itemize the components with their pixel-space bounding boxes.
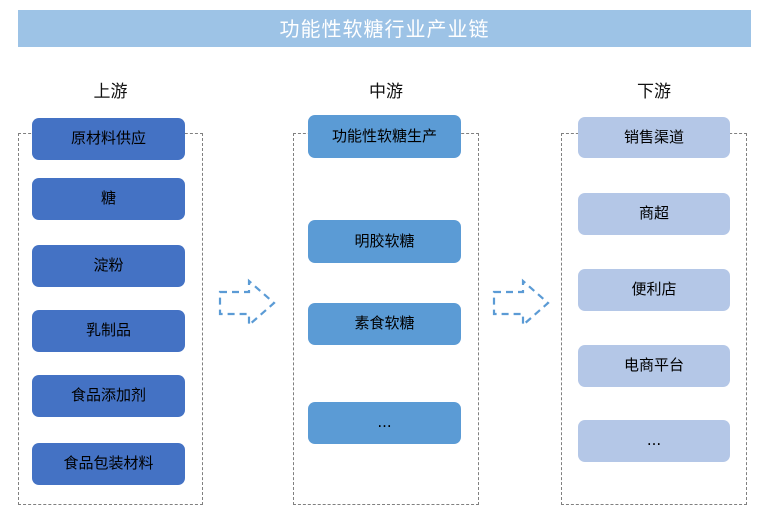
node-downstream-2[interactable]: 商超 [578, 193, 730, 235]
arrow-right-icon [218, 278, 276, 328]
node-upstream-1[interactable]: 原材料供应 [32, 118, 185, 160]
page-title: 功能性软糖行业产业链 [279, 16, 490, 41]
node-label: 素食软糖 [354, 314, 415, 333]
node-upstream-2[interactable]: 糖 [32, 178, 185, 220]
node-label: 商超 [638, 204, 669, 223]
node-label: ... [377, 413, 392, 432]
node-midstream-4[interactable]: ... [308, 402, 461, 444]
node-upstream-3[interactable]: 淀粉 [32, 245, 185, 287]
node-downstream-5[interactable]: ... [578, 420, 730, 462]
node-downstream-4[interactable]: 电商平台 [578, 345, 730, 387]
node-midstream-3[interactable]: 素食软糖 [308, 303, 461, 345]
arrow-upstream-to-midstream [218, 278, 276, 328]
node-upstream-6[interactable]: 食品包装材料 [32, 443, 185, 485]
node-label: 明胶软糖 [354, 231, 415, 250]
node-label: 功能性软糖生产 [331, 126, 437, 145]
node-label: 销售渠道 [623, 127, 684, 146]
node-midstream-2[interactable]: 明胶软糖 [308, 220, 461, 263]
node-label: 糖 [100, 189, 116, 208]
column-header-midstream: 中游 [369, 82, 403, 102]
arrow-right-icon [492, 278, 550, 328]
node-label: 原材料供应 [70, 129, 146, 148]
node-midstream-1[interactable]: 功能性软糖生产 [308, 115, 461, 158]
node-label: 食品包装材料 [63, 454, 154, 473]
node-downstream-3[interactable]: 便利店 [578, 269, 730, 311]
node-label: 便利店 [631, 280, 677, 299]
arrow-midstream-to-downstream [492, 278, 550, 328]
node-label: 食品添加剂 [70, 386, 146, 405]
node-label: 乳制品 [85, 321, 131, 340]
node-upstream-4[interactable]: 乳制品 [32, 310, 185, 352]
node-label: 电商平台 [623, 356, 684, 375]
column-header-downstream: 下游 [637, 82, 671, 102]
node-label: ... [646, 431, 662, 450]
node-downstream-1[interactable]: 销售渠道 [578, 117, 730, 158]
node-label: 淀粉 [93, 256, 124, 275]
column-header-upstream: 上游 [93, 82, 128, 102]
node-upstream-5[interactable]: 食品添加剂 [32, 375, 185, 417]
diagram-title-bar: 功能性软糖行业产业链 [18, 10, 751, 47]
